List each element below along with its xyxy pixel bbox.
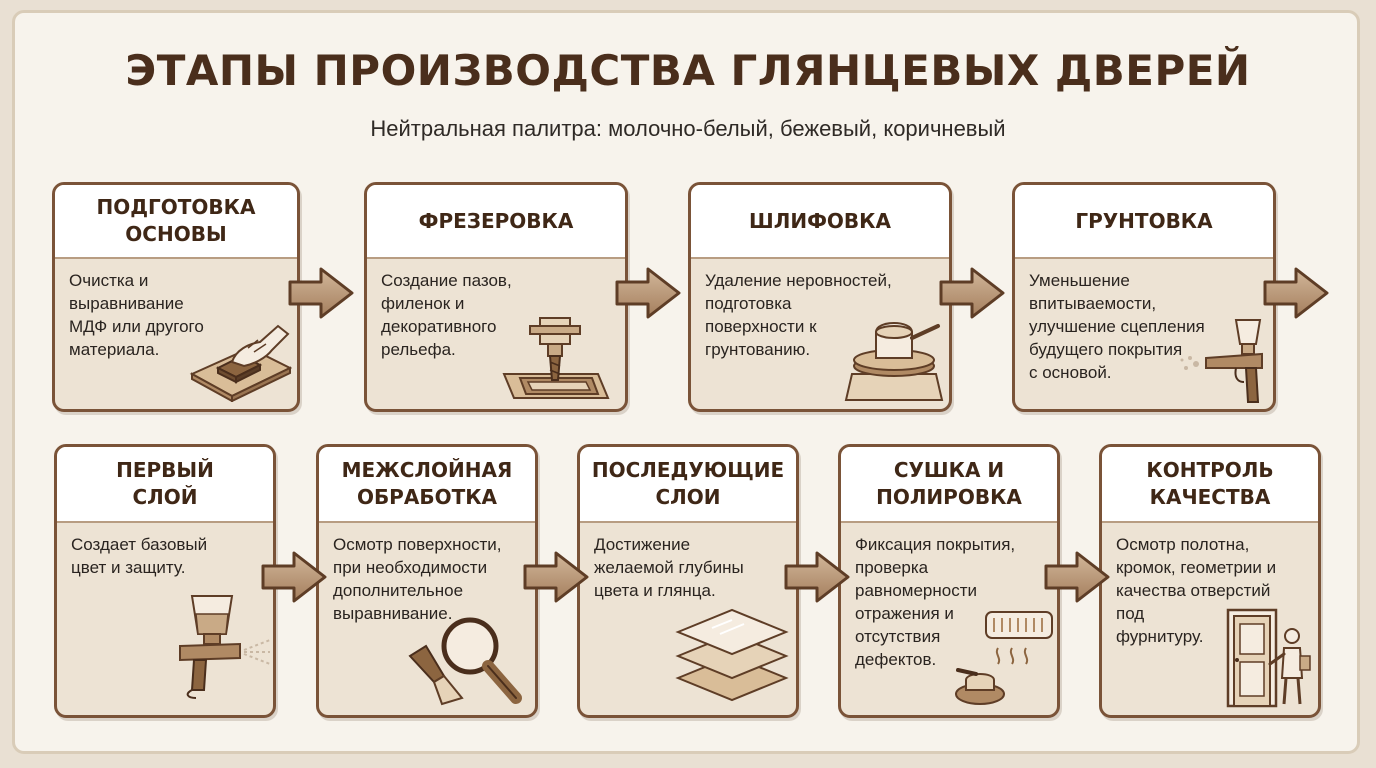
flow-arrow-icon	[523, 551, 589, 603]
stage-title: ГРУНТОВКА	[1015, 185, 1273, 259]
stage-title: ФРЕЗЕРОВКА	[367, 185, 625, 259]
sanding-block-icon	[189, 324, 292, 402]
stage-description: Создает базовый цвет и защиту.	[71, 535, 208, 577]
stage-title: ШЛИФОВКА	[691, 185, 949, 259]
stage-description: Очистка и выравнивание МДФ или другого м…	[69, 271, 204, 359]
flow-arrow-icon	[1263, 267, 1329, 319]
stage-title: ПОДГОТОВКА ОСНОВЫ	[55, 185, 297, 259]
flow-arrow-icon	[1044, 551, 1110, 603]
orbital-sander-icon	[844, 322, 944, 401]
magnifier-spatula-icon	[408, 617, 522, 706]
milling-cutter-icon	[502, 317, 610, 399]
page-title: ЭТАПЫ ПРОИЗВОДСТВА ГЛЯНЦЕВЫХ ДВЕРЕЙ	[125, 46, 1251, 95]
stage-title: МЕЖСЛОЙНАЯ ОБРАБОТКА	[319, 447, 535, 523]
stage-description: Удаление неровностей, подготовка поверхн…	[705, 271, 892, 359]
flow-arrow-icon	[261, 551, 327, 603]
stage-description: Уменьшение впитываемости, улучшение сцеп…	[1029, 271, 1205, 382]
flow-arrow-icon	[615, 267, 681, 319]
stage-title: КОНТРОЛЬ КАЧЕСТВА	[1102, 447, 1318, 523]
stage-card-base-preparation: ПОДГОТОВКА ОСНОВЫ Очистка и выравнивание…	[52, 182, 300, 412]
spray-gun-icon	[179, 595, 271, 699]
stage-description: Осмотр поверхности, при необходимости до…	[333, 535, 502, 623]
heater-polisher-icon	[955, 611, 1053, 705]
stage-title: ПЕРВЫЙ СЛОЙ	[57, 447, 273, 523]
layers-icon	[675, 608, 789, 702]
stage-card-milling: ФРЕЗЕРОВКА Создание пазов, филенок и дек…	[364, 182, 628, 412]
stage-description: Создание пазов, филенок и декоративного …	[381, 271, 512, 359]
stage-card-priming: ГРУНТОВКА Уменьшение впитываемости, улуч…	[1012, 182, 1276, 412]
stage-description: Фиксация покрытия, проверка равномерност…	[855, 535, 1016, 669]
page-subtitle: Нейтральная палитра: молочно-белый, беже…	[370, 116, 1006, 141]
stage-description: Осмотр полотна, кромок, геометрии и каче…	[1116, 535, 1277, 646]
flow-arrow-icon	[939, 267, 1005, 319]
flow-arrow-icon	[784, 551, 850, 603]
flow-arrow-icon	[288, 267, 354, 319]
spray-gun-icon	[1180, 319, 1263, 403]
stage-card-drying-polishing: СУШКА И ПОЛИРОВКА Фиксация покрытия, про…	[838, 444, 1060, 718]
stage-card-first-coat: ПЕРВЫЙ СЛОЙ Создает базовый цвет и защит…	[54, 444, 276, 718]
stage-description: Достижение желаемой глубины цвета и глян…	[594, 535, 744, 600]
stage-title: ПОСЛЕДУЮЩИЕ СЛОИ	[580, 447, 796, 523]
stage-title: СУШКА И ПОЛИРОВКА	[841, 447, 1057, 523]
door-inspector-icon	[1226, 608, 1311, 708]
stage-card-subsequent-coats: ПОСЛЕДУЮЩИЕ СЛОИ Достижение желаемой глу…	[577, 444, 799, 718]
